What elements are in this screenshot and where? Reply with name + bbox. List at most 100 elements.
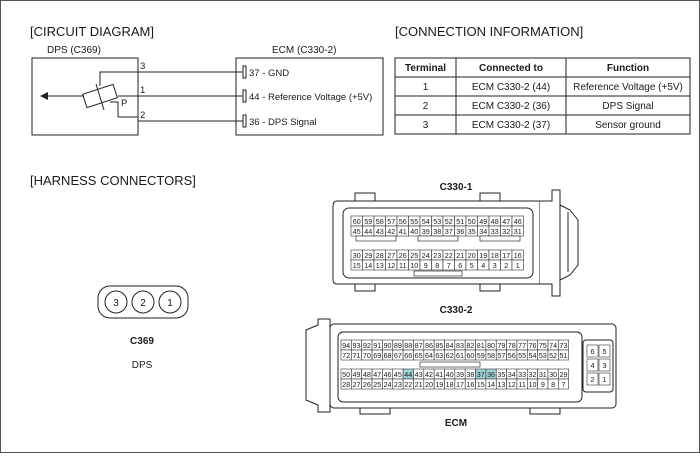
table-header-text: Terminal: [405, 63, 446, 74]
table-cell-text: ECM C330-2 (44): [472, 82, 550, 93]
pin-number: 66: [404, 351, 412, 360]
pin-number: 55: [518, 351, 526, 360]
pin-number: 70: [363, 351, 371, 360]
pin-number: 25: [410, 251, 418, 260]
pin-number: 81: [477, 341, 485, 350]
pin-number: 31: [539, 370, 547, 379]
dps-label: DPS (C369): [47, 45, 101, 56]
pin-number: 32: [502, 227, 510, 236]
pin-number: 44: [404, 370, 412, 379]
c369-pin-3-circle: [104, 290, 128, 314]
pin-number: 28: [342, 380, 350, 389]
pin-number: 47: [373, 370, 381, 379]
pin-number: 7: [562, 380, 566, 389]
pin-number: 19: [479, 251, 487, 260]
pin-number: 30: [549, 370, 557, 379]
pin-number: 89: [394, 341, 402, 350]
pin-number: 7: [447, 261, 451, 270]
pin-number: 62: [446, 351, 454, 360]
table-cell-text: ECM C330-2 (37): [472, 120, 550, 131]
pin-number: 10: [410, 261, 418, 270]
ecm-box: [235, 57, 384, 136]
pin-number: 22: [404, 380, 412, 389]
pin-number: 56: [399, 217, 407, 226]
pin-cell: [511, 259, 524, 271]
pin-number: 79: [497, 341, 505, 350]
pin-number: 16: [514, 251, 522, 260]
pin-number: 24: [384, 380, 392, 389]
ecm-label: ECM (C330-2): [272, 45, 336, 56]
pin-number: 23: [433, 251, 441, 260]
key-slot: [479, 235, 521, 242]
pin-number: 14: [364, 261, 372, 270]
pin-number: 72: [342, 351, 350, 360]
pin-number: 73: [560, 341, 568, 350]
pin-number: 92: [363, 341, 371, 350]
pin-number: 59: [477, 351, 485, 360]
pin-number: 48: [363, 370, 371, 379]
pressure-element-slash: [95, 83, 105, 111]
ecm-pin-44-tab: [242, 89, 247, 103]
pin-number: 57: [387, 217, 395, 226]
ecm-pin-36-label: 36 - DPS Signal: [249, 117, 317, 128]
side-pin-cell: [586, 344, 599, 358]
pin-number: 65: [415, 351, 423, 360]
pin-number: 49: [479, 217, 487, 226]
pin-number: 60: [353, 217, 361, 226]
side-pin-cell: [586, 372, 599, 386]
pin-number: 2: [504, 261, 508, 270]
pin-number: 35: [497, 370, 505, 379]
pin-number: 20: [468, 251, 476, 260]
pin-number: 88: [404, 341, 412, 350]
harness-heading: [HARNESS CONNECTORS]: [30, 173, 196, 188]
side-pin-cell: [598, 344, 611, 358]
c330-2-bottom-tab-left: [359, 407, 391, 415]
pin-number: 93: [353, 341, 361, 350]
pin-number: 34: [508, 370, 516, 379]
pin-number: 1: [516, 261, 520, 270]
pin-number: 49: [353, 370, 361, 379]
pin-number: 35: [468, 227, 476, 236]
pin-number: 58: [487, 351, 495, 360]
pin-number: 40: [446, 370, 454, 379]
pin-number: 8: [435, 261, 439, 270]
sensor-pin-2: 2: [140, 110, 145, 121]
table-header-text: Connected to: [479, 63, 543, 74]
pin-number: 55: [410, 217, 418, 226]
pin-number: 36: [487, 370, 495, 379]
pin-number: 39: [422, 227, 430, 236]
pin-number: 24: [422, 251, 430, 260]
pin-number: 4: [481, 261, 485, 270]
side-pin-number: 6: [591, 347, 595, 356]
c369-pin-1-circle: [158, 290, 182, 314]
pin-number: 37: [445, 227, 453, 236]
pin-number: 75: [539, 341, 547, 350]
c369-pin-3: 3: [113, 298, 119, 309]
pin-number: 61: [456, 351, 464, 360]
sensor-link-3: [99, 71, 138, 86]
circuit-heading: [CIRCUIT DIAGRAM]: [30, 24, 154, 39]
pin-cell: [558, 349, 569, 361]
pin-number: 5: [470, 261, 474, 270]
pin-cell: [558, 378, 569, 390]
pin-number: 58: [376, 217, 384, 226]
pin-number: 59: [364, 217, 372, 226]
side-pin-number: 4: [591, 361, 595, 370]
pin-number: 36: [456, 227, 464, 236]
pin-number: 86: [425, 341, 433, 350]
pin-number: 90: [384, 341, 392, 350]
c330-1-name: C330-1: [440, 182, 473, 193]
key-slot: [419, 361, 481, 368]
pin-number: 54: [422, 217, 430, 226]
pin-number: 64: [425, 351, 433, 360]
pin-number: 78: [508, 341, 516, 350]
pin-number: 76: [528, 341, 536, 350]
pin-number: 57: [497, 351, 505, 360]
pin-number: 11: [518, 380, 525, 389]
pin-number: 26: [363, 380, 371, 389]
key-slot: [355, 235, 397, 242]
pin-number: 68: [384, 351, 392, 360]
pin-number: 45: [353, 227, 361, 236]
